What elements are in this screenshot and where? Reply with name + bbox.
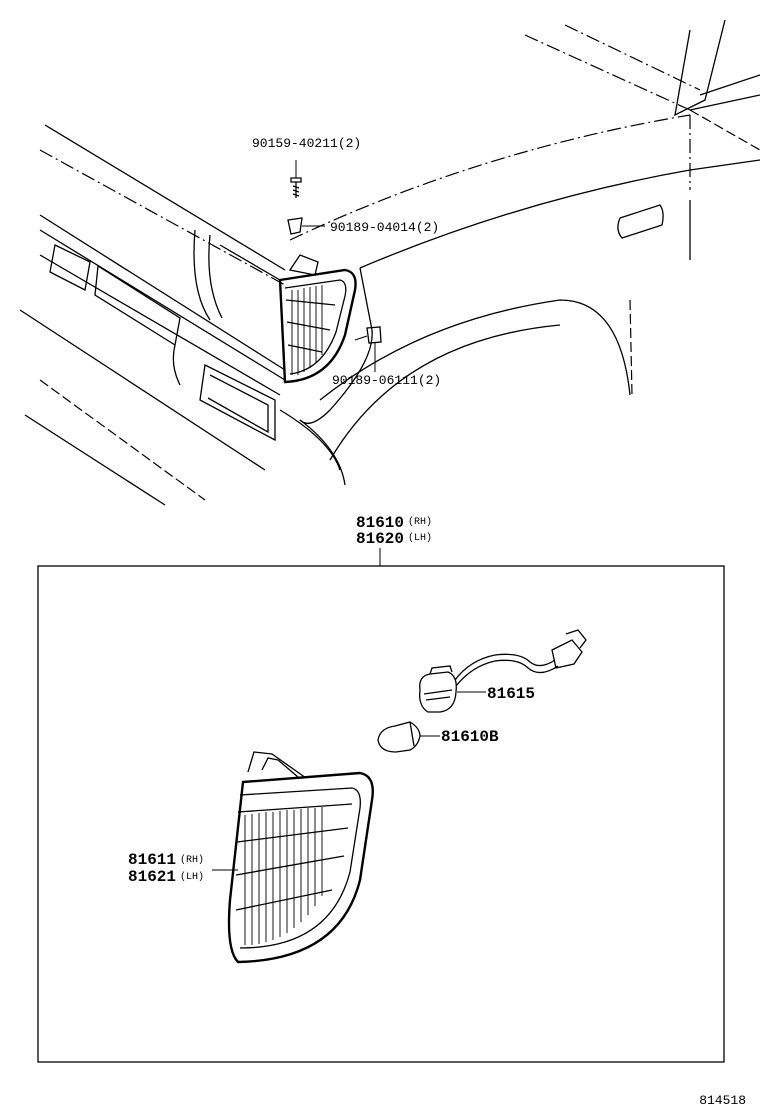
- bulb: [377, 721, 440, 753]
- label-assembly-rh: 81610: [356, 514, 404, 532]
- screw-fastener: [290, 160, 302, 198]
- socket-wire-harness: [419, 629, 587, 713]
- clip-upper: [287, 217, 325, 235]
- label-clip-upper: 90189-04014(2): [330, 220, 439, 235]
- label-assembly-lh: 81620: [356, 530, 404, 548]
- label-screw: 90159-40211(2): [252, 136, 361, 151]
- assembly-frame: [37, 565, 725, 1063]
- lens-exploded: [212, 751, 374, 964]
- label-bulb: 81610B: [441, 728, 499, 746]
- label-lens-lh: 81621: [128, 868, 176, 886]
- label-lens-rh: 81611: [128, 851, 176, 869]
- vehicle-body-outline: [19, 19, 760, 506]
- label-clip-lower: 90189-06111(2): [332, 373, 441, 388]
- label-lens-lh-side: (LH): [180, 871, 204, 883]
- catalog-number: 814518: [699, 1093, 746, 1108]
- label-assembly-rh-side: (RH): [408, 516, 432, 528]
- label-socket: 81615: [487, 685, 535, 703]
- label-lens-rh-side: (RH): [180, 854, 204, 866]
- corner-lamp-installed: [278, 254, 357, 384]
- clip-lower: [354, 326, 382, 372]
- label-assembly-lh-side: (LH): [408, 532, 432, 544]
